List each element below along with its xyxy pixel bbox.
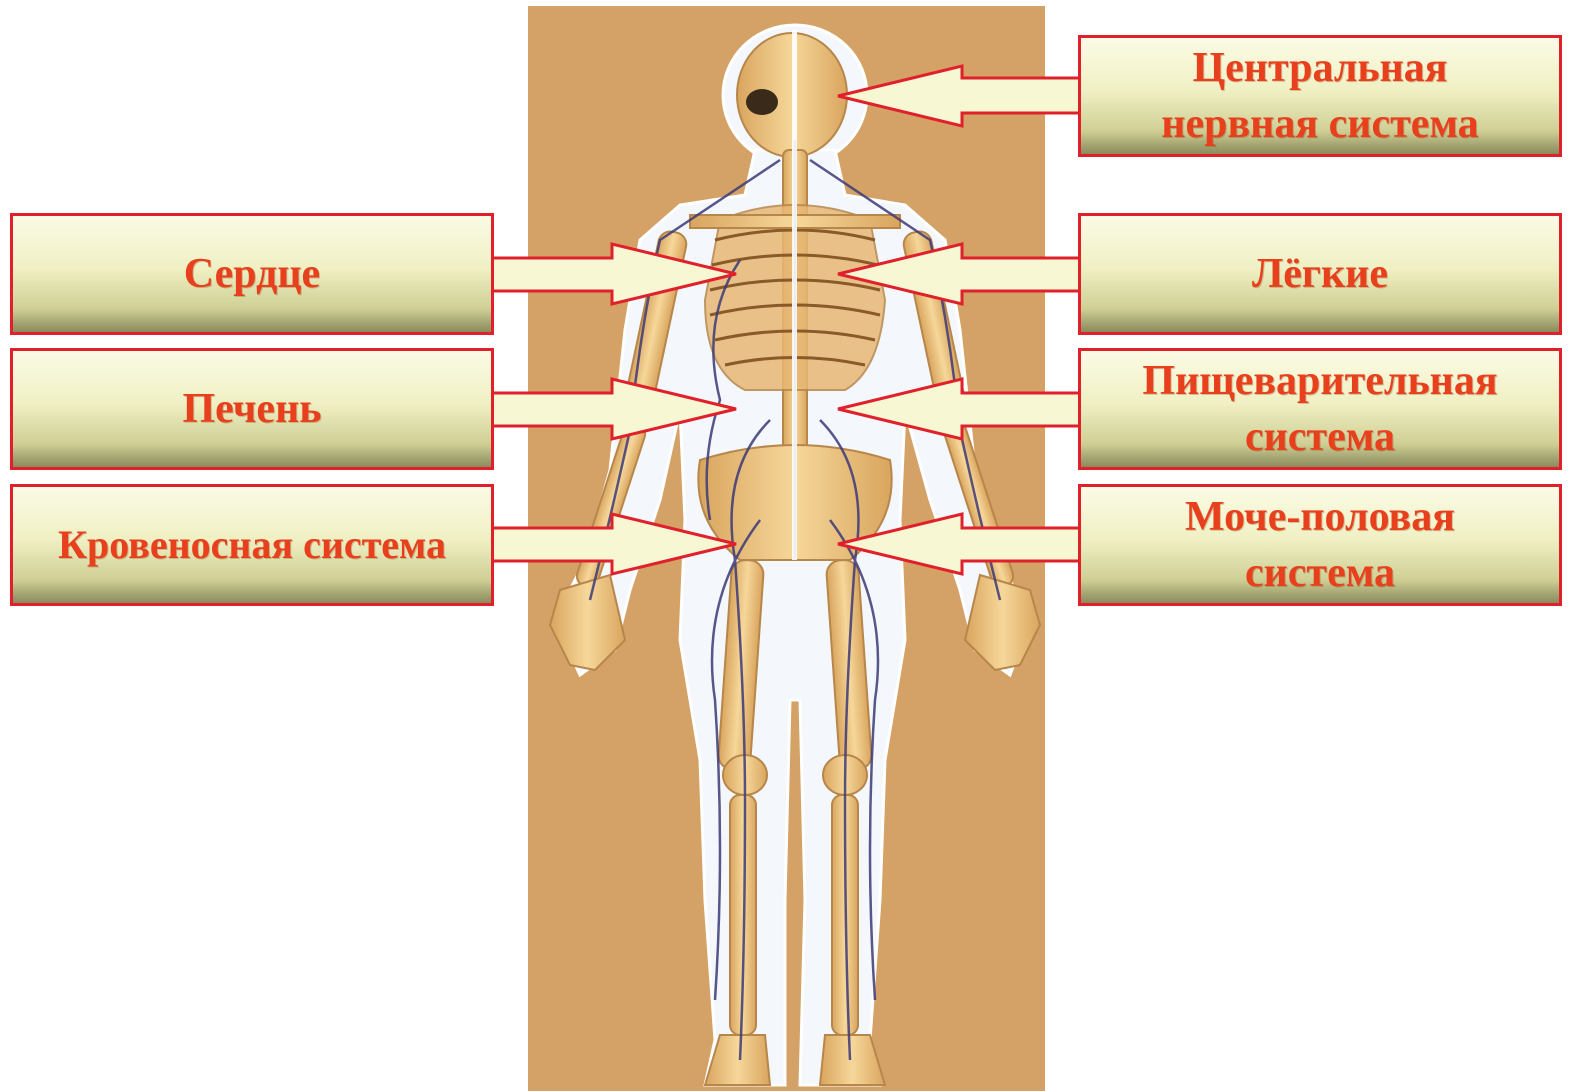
label-blood-text: Кровеносная система [58, 525, 446, 565]
label-cns-line2: нервная система [1161, 103, 1478, 145]
label-urogenital-system: Моче-половая система [1078, 484, 1562, 606]
label-lungs-text: Лёгкие [1252, 253, 1388, 295]
label-lungs: Лёгкие [1078, 213, 1562, 335]
label-digestive-system: Пищеварительная система [1078, 348, 1562, 470]
label-urogenital-line1: Моче-половая [1185, 496, 1455, 538]
label-liver-text: Печень [182, 388, 321, 430]
label-liver: Печень [10, 348, 494, 470]
label-cns-line1: Центральная [1192, 47, 1447, 89]
label-digestive-line1: Пищеварительная [1142, 360, 1497, 402]
label-blood-system: Кровеносная система [10, 484, 494, 606]
figure-divider [792, 30, 797, 560]
label-heart-text: Сердце [184, 253, 320, 295]
label-heart: Сердце [10, 213, 494, 335]
label-central-nervous-system: Центральная нервная система [1078, 35, 1562, 157]
label-urogenital-line2: система [1245, 552, 1395, 594]
label-digestive-line2: система [1245, 416, 1395, 458]
